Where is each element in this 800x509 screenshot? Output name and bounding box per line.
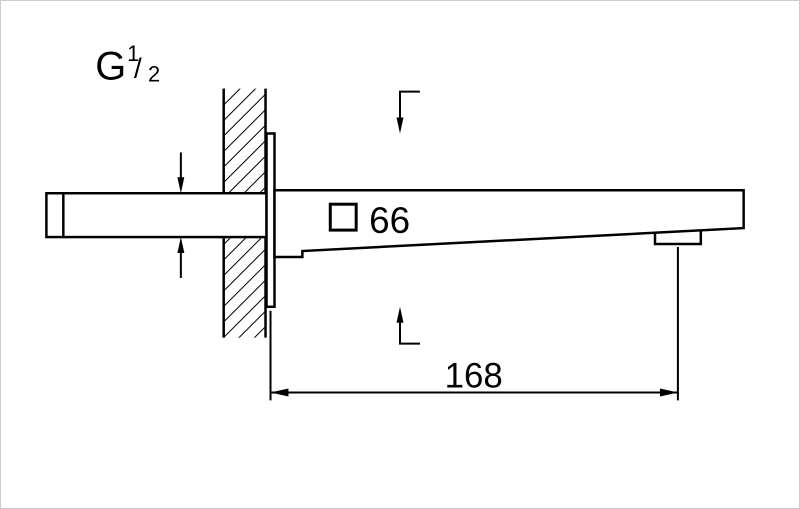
wall-section bbox=[222, 88, 267, 338]
inlet-connector bbox=[45, 191, 268, 239]
projection-arrow-left bbox=[270, 388, 289, 397]
thread-size-label: G 1 / 2 bbox=[95, 41, 160, 89]
square-dimension-label: 66 bbox=[328, 200, 410, 241]
projection-arrow-right bbox=[659, 388, 678, 397]
flange-dimension-arrows bbox=[396, 90, 420, 345]
thread-arrow-top-head bbox=[177, 177, 185, 194]
thread-letter: G bbox=[95, 45, 126, 89]
square-dim-value: 66 bbox=[369, 200, 410, 241]
wall-hatching-lower bbox=[223, 238, 266, 338]
thread-fraction-denominator: 2 bbox=[148, 62, 160, 87]
square-symbol-icon bbox=[328, 202, 358, 232]
thread-fraction-numerator: 1 bbox=[127, 41, 139, 66]
projection-dimension: 168 bbox=[269, 247, 679, 401]
thread-dimension-arrows bbox=[177, 152, 185, 278]
flange-arrow-bottom-head bbox=[396, 306, 404, 323]
thread-arrow-bottom-head bbox=[177, 237, 185, 254]
projection-dim-value: 168 bbox=[445, 356, 503, 395]
wall-hatching-upper bbox=[223, 88, 266, 193]
thread-fraction-slash: / bbox=[134, 53, 142, 84]
spout-outlet bbox=[653, 231, 703, 246]
inlet-connector-body bbox=[45, 191, 268, 239]
spout-body bbox=[273, 189, 745, 259]
flange-arrow-top-head bbox=[396, 117, 404, 134]
